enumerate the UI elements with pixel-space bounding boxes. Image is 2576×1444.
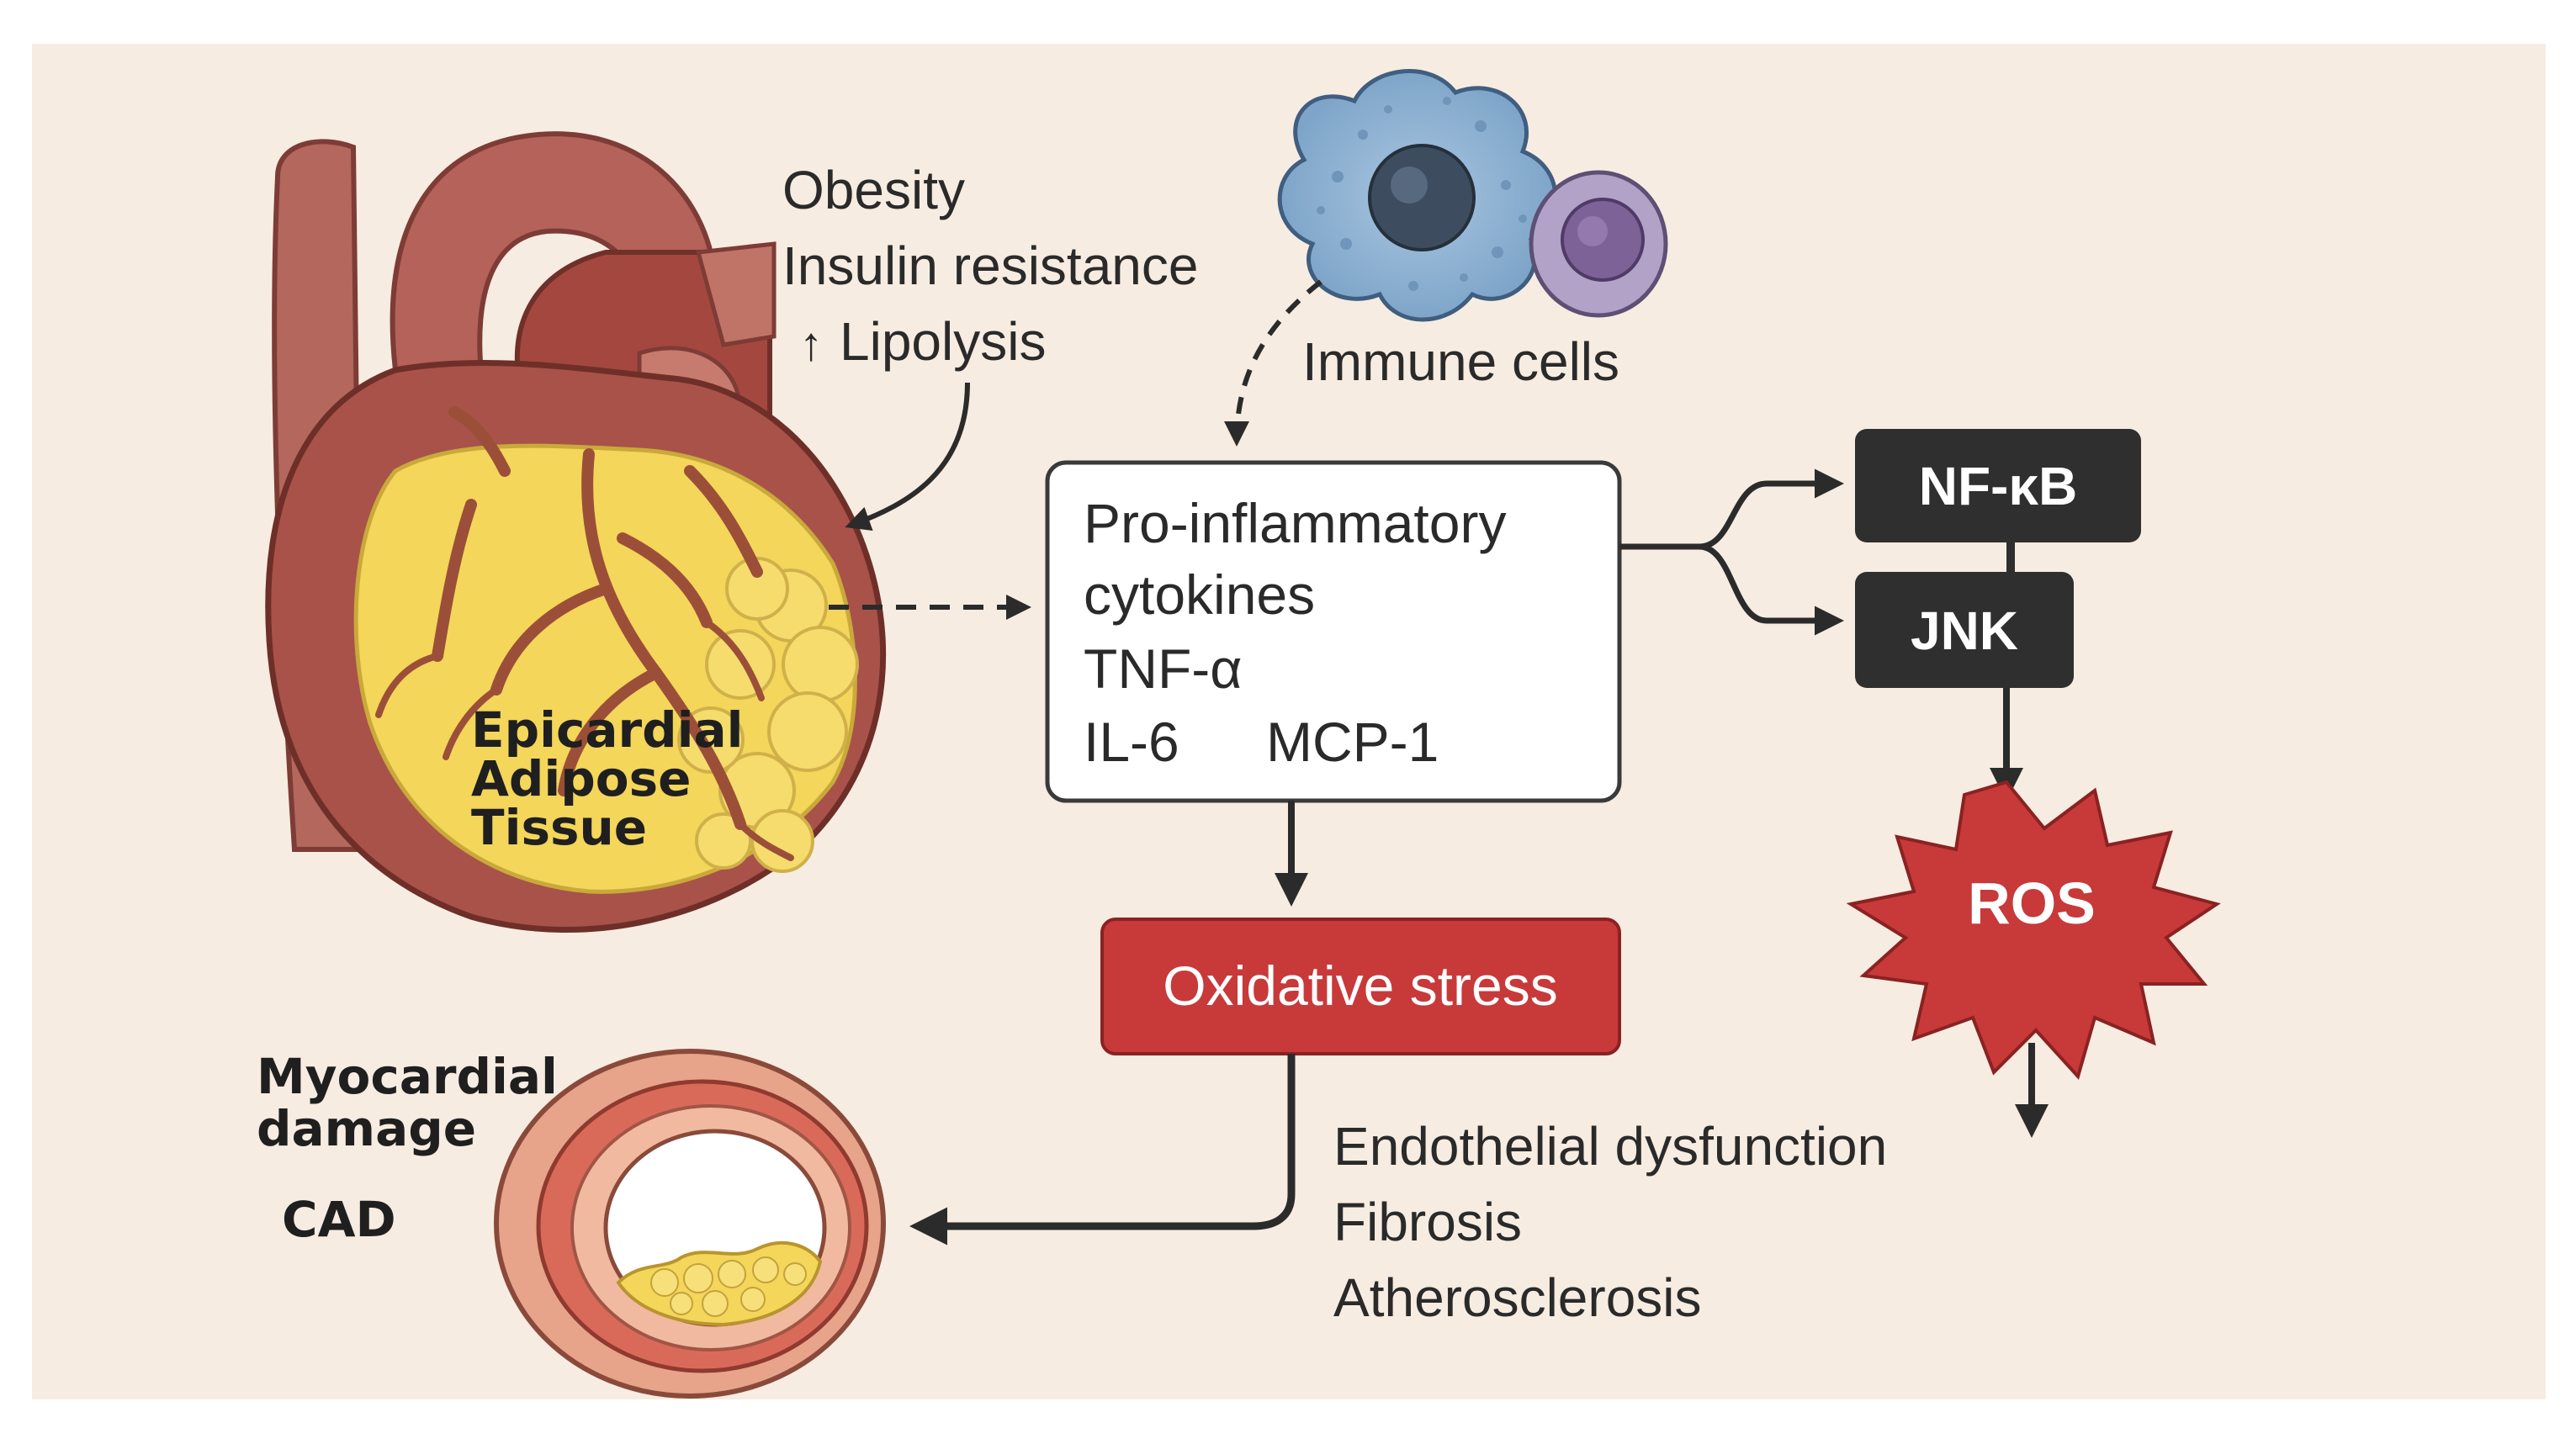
cytokine-to-jnk-arrow <box>1699 543 1844 636</box>
jnk-label: JNK <box>1911 600 2018 661</box>
cytokine-il-6: IL-6 <box>1084 711 1179 773</box>
heart-illustration <box>265 131 887 933</box>
myocardial-damage-line-1: Myocardial <box>257 1048 558 1105</box>
immune-to-cytokine-arrow <box>1224 279 1322 447</box>
lipolysis-up-arrow-icon: ↑ <box>799 317 823 370</box>
nfkb-label: NF-κB <box>1919 456 2078 516</box>
risk-factor-insulin-resistance: Insulin resistance <box>782 235 1198 296</box>
cad-label: CAD <box>282 1191 396 1248</box>
adipose-label-line-3: Tissue <box>471 799 647 856</box>
risk-factor-obesity: Obesity <box>782 160 965 220</box>
risk-factor-lipolysis: Lipolysis <box>840 311 1046 372</box>
cytokine-box <box>1045 460 1622 803</box>
oxidative-stress-box <box>1100 918 1621 1055</box>
lymphocyte-icon <box>1529 170 1668 318</box>
outcome-atherosclerosis: Atherosclerosis <box>1333 1267 1702 1328</box>
oxidative-to-artery-arrow <box>909 1054 1296 1246</box>
outcome-endothelial-dysfunction: Endothelial dysfunction <box>1333 1116 1887 1177</box>
ros-starburst <box>1846 780 2221 1081</box>
cytokine-line-2: cytokines <box>1084 563 1315 626</box>
oxidative-stress-label: Oxidative stress <box>1163 955 1557 1017</box>
nfkb-box <box>1855 429 2141 542</box>
adipose-label-line-1: Epicardial <box>471 701 744 759</box>
artery-cross-section-icon <box>494 1049 886 1399</box>
adipose-label-line-2: Adipose <box>471 750 692 807</box>
immune-cells-label: Immune cells <box>1302 331 1619 392</box>
cytokine-mcp-1: MCP-1 <box>1266 711 1439 773</box>
outcome-fibrosis: Fibrosis <box>1333 1192 1522 1252</box>
risk-to-adipose-arrow <box>845 382 970 532</box>
jnk-box <box>1855 572 2074 688</box>
myocardial-damage-line-2: damage <box>257 1100 476 1157</box>
cytokine-line-1: Pro-inflammatory <box>1084 492 1506 554</box>
ros-label: ROS <box>1968 870 2096 936</box>
cytokine-tnf-alpha: TNF-α <box>1084 637 1242 700</box>
